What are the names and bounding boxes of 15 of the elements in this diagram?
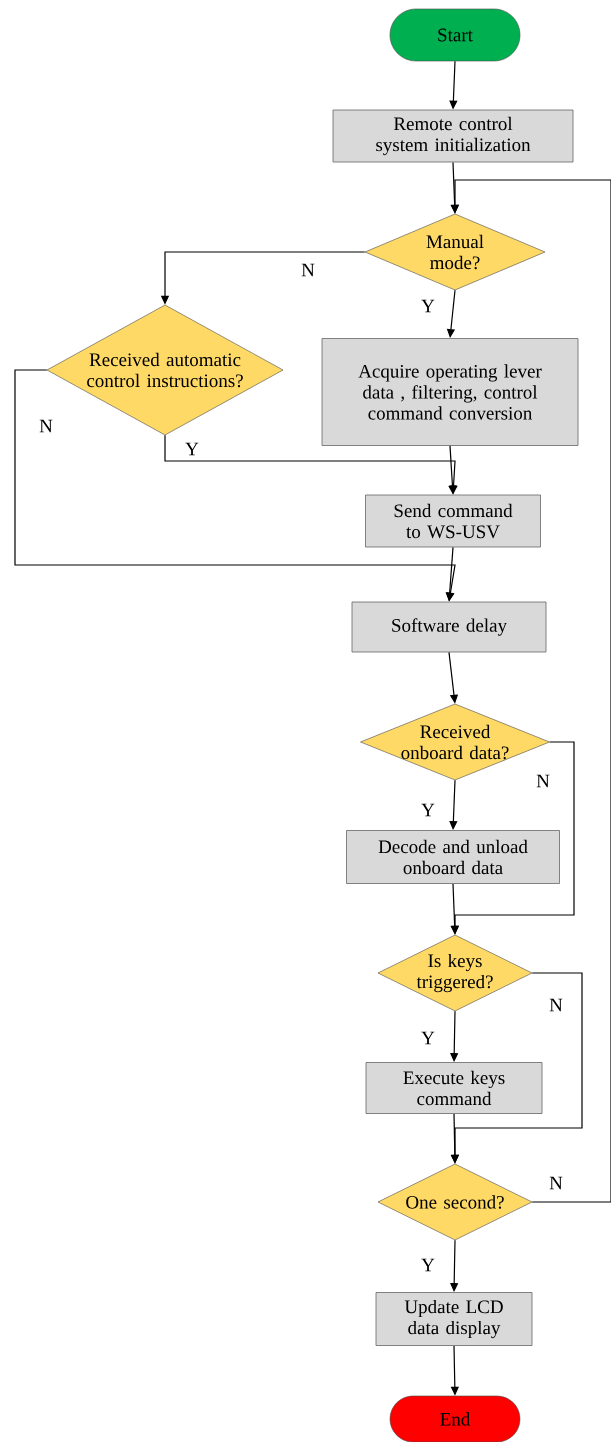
process-box: Update LCD data display: [375, 1292, 533, 1346]
edge-label: Y: [421, 299, 435, 313]
edge-label: Y: [421, 803, 435, 817]
edge-label: N: [301, 263, 315, 277]
process-box: Execute keys command: [365, 1062, 543, 1114]
process-box: Decode and unload onboard data: [346, 830, 560, 884]
edge-label: Y: [421, 1031, 435, 1045]
process-box: Remote control system initialization: [332, 109, 574, 163]
edge-label: Y: [421, 1258, 435, 1272]
edge-label: N: [549, 1176, 563, 1190]
process-box: Send command to WS-USV: [365, 494, 541, 548]
edge-label: N: [549, 998, 563, 1012]
process-box: Acquire operating lever data , filtering, control command conversion: [321, 338, 579, 446]
edge-label: Y: [185, 442, 199, 456]
process-box: Software delay: [351, 601, 547, 653]
